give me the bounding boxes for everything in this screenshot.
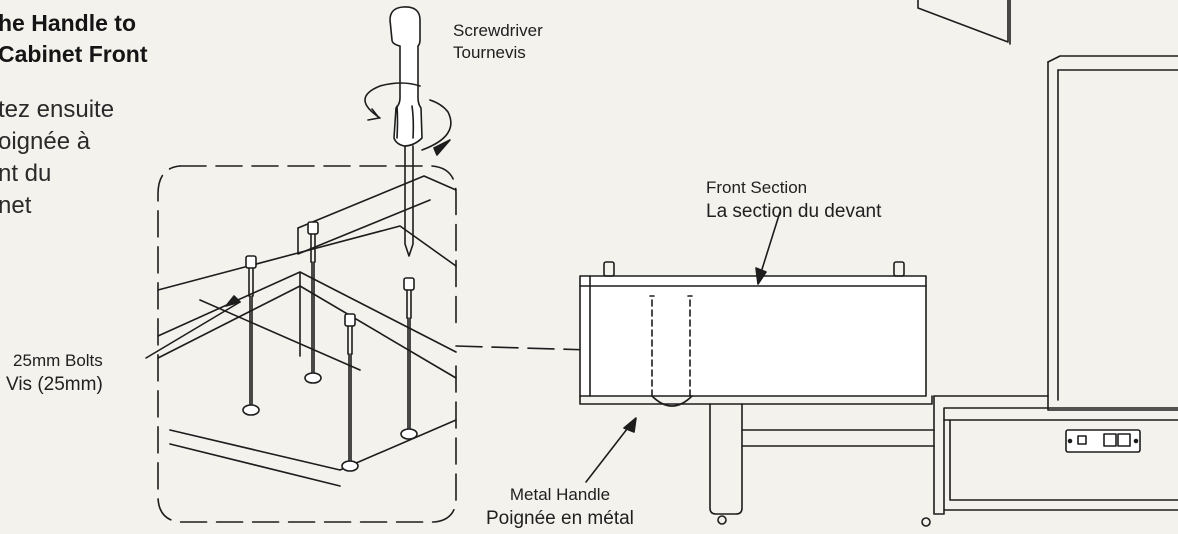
bolts-label: 25mm Bolts Vis (25mm)	[6, 350, 103, 398]
bolt-icon	[400, 277, 418, 440]
bolts-label-en: 25mm Bolts	[13, 351, 103, 370]
cabinet-body	[921, 55, 1178, 527]
detail-inset-border	[157, 165, 591, 523]
screwdriver-icon	[364, 6, 452, 257]
screwdriver-label: Screwdriver Tournevis	[453, 20, 543, 64]
cabinet-base-frame	[709, 403, 935, 525]
front-section-label-en: Front Section	[706, 178, 808, 197]
step-heading: he Handle to Cabinet Front	[0, 8, 148, 70]
bolts-leader	[145, 295, 241, 359]
front-section-leader	[755, 211, 781, 285]
bolt-icon	[304, 221, 322, 384]
bolts-label-fr: Vis (25mm)	[6, 374, 103, 395]
metal-handle-label-en: Metal Handle	[509, 485, 611, 504]
upper-panel-fragment	[917, 0, 1011, 45]
screwdriver-label-en: Screwdriver	[453, 21, 543, 40]
instruction-line-1: tez ensuite	[0, 96, 115, 123]
step-instruction-french: tez ensuite oignée à nt du net	[0, 94, 114, 222]
step-heading-line-1: he Handle to	[0, 10, 137, 36]
screwdriver-label-fr: Tournevis	[453, 43, 526, 62]
front-section-panel	[579, 261, 933, 407]
step-heading-line-2: Cabinet Front	[0, 41, 148, 67]
bolt-icon	[242, 255, 260, 416]
instruction-line-2: oignée à	[0, 128, 91, 155]
detail-inset-tabletop	[157, 175, 457, 487]
bolt-icon	[341, 313, 359, 472]
metal-handle-label: Metal Handle Poignée en métal	[486, 484, 634, 532]
instruction-line-4: net	[0, 192, 32, 219]
front-section-label-fr: La section du devant	[706, 201, 882, 222]
metal-handle-label-fr: Poignée en métal	[486, 508, 634, 529]
front-section-label: Front Section La section du devant	[706, 177, 881, 225]
metal-handle-leader	[585, 417, 637, 483]
instruction-line-3: nt du	[0, 160, 52, 187]
